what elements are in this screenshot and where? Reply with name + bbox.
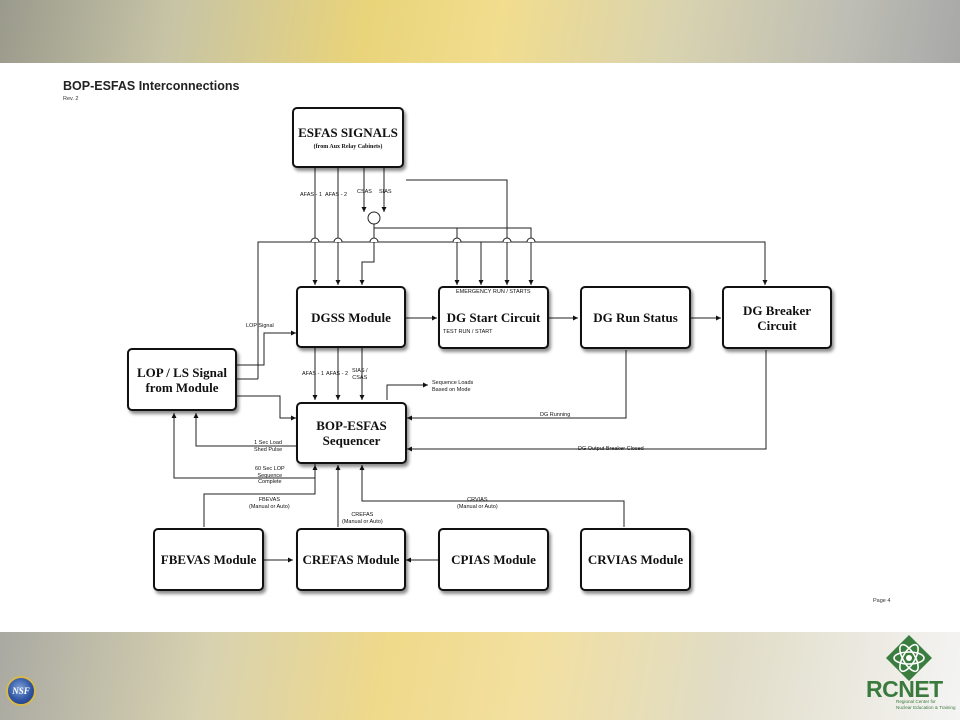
- lop-complete-line3: Complete: [258, 479, 282, 485]
- lop-signal-label: LOP Signal: [246, 323, 274, 329]
- lop-complete-line2: Sequence: [257, 472, 283, 479]
- rcnet-subtitle-line2: Nuclear Education & Training: [896, 704, 956, 710]
- dg-start-title: DG Start Circuit: [446, 310, 541, 325]
- sequencer-line1: BOP-ESFAS: [316, 418, 387, 433]
- cpias-module-box: CPIAS Module: [438, 528, 549, 591]
- dg-breaker-line2: Circuit: [757, 317, 797, 333]
- bottom-banner: [0, 632, 960, 720]
- afas2-top-label: AFAS - 2: [325, 192, 348, 198]
- sequence-loads-line1: Sequence Loads: [432, 380, 474, 386]
- sias-top-label: SIAS: [379, 189, 392, 195]
- sias-csas-label: SIAS / CSAS: [352, 368, 368, 381]
- fbevas-signal-line2: (Manual or Auto): [249, 503, 290, 510]
- esfas-signals-box: ESFAS SIGNALS (from Aux Relay Cabinets): [292, 107, 404, 168]
- afas1-bottom-label: AFAS - 1: [302, 371, 325, 377]
- lop-signal-box: LOP / LS Signal from Module: [127, 348, 237, 411]
- nsf-logo: NSF: [6, 676, 36, 706]
- revision-label: Rev. 2: [63, 96, 79, 102]
- crvias-signal-label: CRVIAS (Manual or Auto): [457, 497, 498, 510]
- cpias-title: CPIAS Module: [451, 552, 536, 567]
- dg-running-label: DG Running: [540, 412, 571, 418]
- sequencer-line2: Sequencer: [322, 433, 381, 448]
- dg-breaker-line1: DG Breaker: [743, 302, 811, 318]
- dg-run-status-box: DG Run Status: [580, 286, 691, 349]
- dgss-title: DGSS Module: [311, 309, 391, 325]
- page-title: BOP-ESFAS Interconnections: [63, 79, 240, 93]
- lop-complete-line1: 60 Sec LOP: [255, 466, 285, 472]
- crvias-signal-line1: CRVIAS: [467, 497, 488, 503]
- afas1-top-label: AFAS - 1: [300, 192, 323, 198]
- rcnet-atom-icon: [886, 635, 932, 681]
- load-shed-line2: Shed Pulse: [254, 446, 283, 453]
- rcnet-name: RCNET: [866, 676, 943, 702]
- rcnet-subtitle: Regional Center for Nuclear Education & …: [896, 699, 956, 710]
- dg-start-circuit-box: DG Start Circuit: [438, 286, 549, 349]
- lop-line2: from Module: [145, 379, 219, 395]
- crefas-signal-line2: (Manual or Auto): [342, 518, 383, 525]
- fbevas-signal-label: FBEVAS (Manual or Auto): [249, 497, 290, 510]
- crvias-title: CRVIAS Module: [587, 552, 684, 567]
- load-shed-line1: 1 Sec Load: [254, 440, 282, 446]
- dg-run-title: DG Run Status: [593, 310, 678, 325]
- fbevas-title: FBEVAS Module: [160, 552, 257, 567]
- dg-breaker-circuit-box: DG Breaker Circuit: [722, 286, 832, 349]
- dg-output-breaker-closed-label: DG Output Breaker Closed: [578, 446, 644, 452]
- crvias-module-box: CRVIAS Module: [580, 528, 691, 591]
- csas-top-label: CSAS: [357, 189, 372, 195]
- sias-csas-line1: SIAS /: [352, 368, 368, 374]
- crefas-module-box: CREFAS Module: [296, 528, 406, 591]
- crefas-signal-line1: CREFAS: [351, 512, 374, 518]
- dgss-module-box: DGSS Module: [296, 286, 406, 348]
- rcnet-subtitle-line1: Regional Center for: [896, 699, 936, 704]
- sias-csas-line2: CSAS: [352, 374, 368, 381]
- crvias-signal-line2: (Manual or Auto): [457, 503, 498, 510]
- esfas-subtitle: (from Aux Relay Cabinets): [313, 143, 383, 150]
- sequence-loads-label: Sequence Loads Based on Mode: [432, 380, 473, 393]
- page-number: Page 4: [873, 598, 891, 604]
- sequence-loads-line2: Based on Mode: [432, 386, 471, 393]
- load-shed-label: 1 Sec Load Shed Pulse: [254, 440, 282, 453]
- afas2-bottom-label: AFAS - 2: [326, 371, 349, 377]
- fbevas-signal-line1: FBEVAS: [258, 497, 280, 503]
- lop-line1: LOP / LS Signal: [137, 364, 227, 380]
- crefas-signal-label: CREFAS (Manual or Auto): [342, 512, 383, 525]
- bop-esfas-sequencer-box: BOP-ESFAS Sequencer: [296, 402, 407, 464]
- emergency-run-label: EMERGENCY RUN / STARTS: [456, 289, 531, 295]
- crefas-title: CREFAS Module: [302, 552, 400, 567]
- top-banner: [0, 0, 960, 63]
- lop-complete-label: 60 Sec LOP Sequence Complete: [255, 466, 285, 486]
- test-run-label: TEST RUN / START: [443, 329, 493, 335]
- fbevas-module-box: FBEVAS Module: [153, 528, 264, 591]
- esfas-title: ESFAS SIGNALS: [298, 124, 398, 140]
